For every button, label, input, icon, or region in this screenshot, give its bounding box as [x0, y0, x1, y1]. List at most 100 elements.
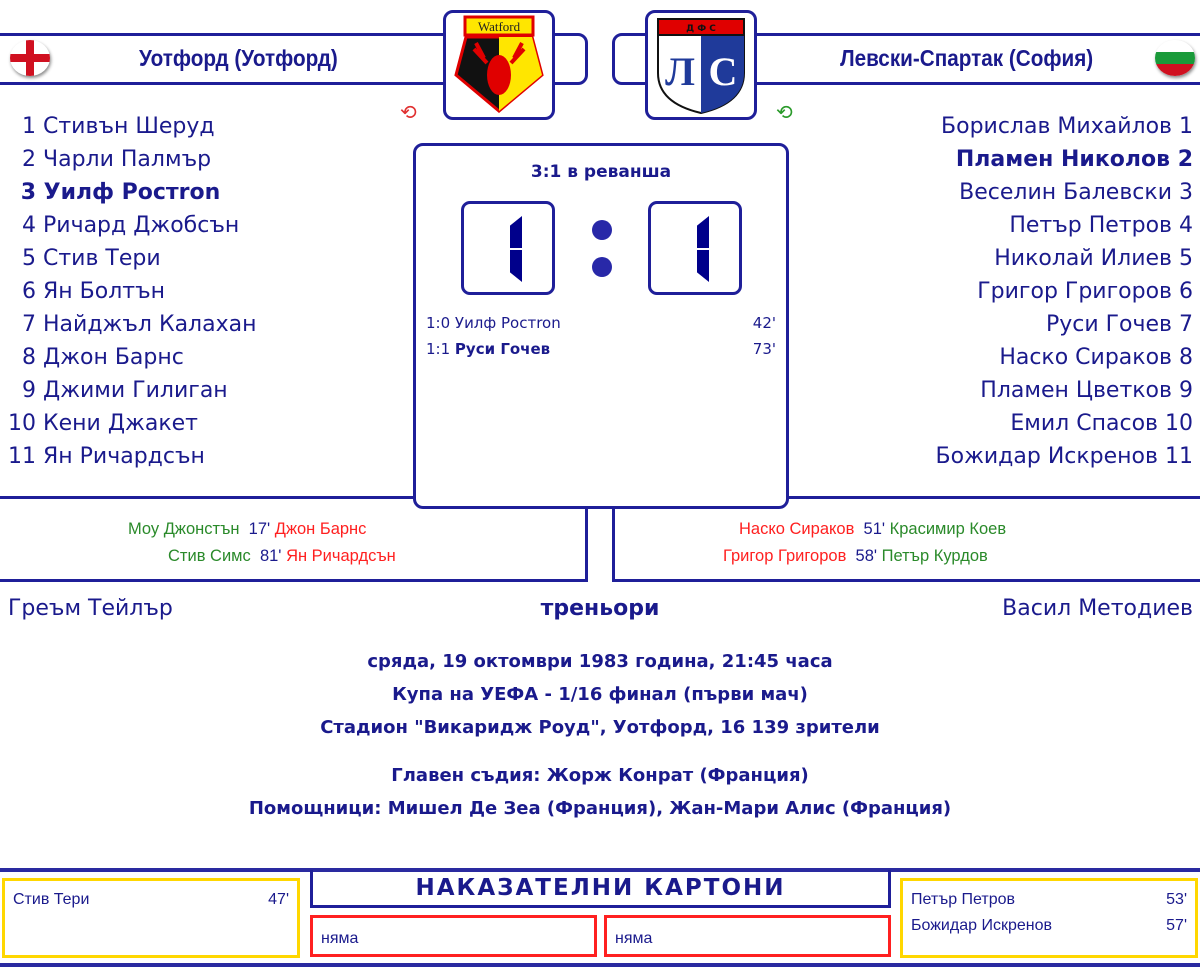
player-name[interactable]: Стив Тери — [43, 246, 161, 271]
competition: Купа на УЕФА - 1/16 финал (първи мач) — [392, 684, 808, 705]
home-red-cards: няма — [310, 915, 597, 957]
divider — [612, 579, 1200, 582]
shirt-number: 5 — [1179, 246, 1193, 271]
referee: Главен съдия: Жорж Конрат (Франция) — [391, 765, 809, 786]
shirt-number: 9 — [22, 378, 36, 403]
player-name[interactable]: Джон Барнс — [43, 345, 184, 370]
colon-dot — [592, 257, 612, 277]
player-name[interactable]: Емил Спасов — [1010, 411, 1158, 436]
player-name[interactable]: Ричард Джобсън — [43, 213, 240, 238]
shirt-number: 11 — [8, 444, 36, 469]
home-team-name[interactable]: Уотфорд (Уотфорд) — [139, 45, 338, 71]
player-row[interactable]: Пламен Николов 2 — [936, 143, 1193, 176]
player-row[interactable]: Божидар Искренов 11 — [936, 440, 1193, 473]
home-score — [461, 201, 555, 295]
player-name[interactable]: Пламен Николов — [955, 147, 1171, 172]
levski-crest-icon: Д Ф С Л С — [657, 18, 745, 115]
refresh-icon[interactable]: ⟲ — [776, 100, 793, 124]
shirt-number: 2 — [22, 147, 36, 172]
player-name[interactable]: Чарли Палмър — [43, 147, 212, 172]
divider — [0, 868, 1200, 872]
player-name[interactable]: Веселин Балевски — [959, 180, 1172, 205]
player-name[interactable]: Борислав Михайлов — [941, 114, 1172, 139]
shirt-number: 7 — [1179, 312, 1193, 337]
shirt-number: 10 — [1165, 411, 1193, 436]
player-row[interactable]: Наско Сираков 8 — [936, 341, 1193, 374]
assistants: Помощници: Мишел Де Зеа (Франция), Жан-М… — [248, 798, 952, 819]
away-coach[interactable]: Васил Методиев — [1002, 596, 1193, 621]
player-row[interactable]: Григор Григоров 6 — [936, 275, 1193, 308]
player-row[interactable]: 4 Ричард Джобсън — [0, 209, 256, 242]
divider — [0, 579, 588, 582]
player-name[interactable]: Николай Илиев — [994, 246, 1172, 271]
shirt-number: 3 — [20, 180, 36, 205]
player-row[interactable]: Борислав Михайлов 1 — [936, 110, 1193, 143]
player-row[interactable]: 3 Уилф Ростron — [0, 176, 256, 209]
shirt-number: 4 — [22, 213, 36, 238]
player-name[interactable]: Божидар Искренов — [935, 444, 1158, 469]
player-name[interactable]: Пламен Цветков — [980, 378, 1172, 403]
shirt-number: 9 — [1179, 378, 1193, 403]
shirt-number: 11 — [1165, 444, 1193, 469]
player-row[interactable]: Пламен Цветков 9 — [936, 374, 1193, 407]
shirt-number: 6 — [22, 279, 36, 304]
player-name[interactable]: Петър Петров — [1009, 213, 1172, 238]
player-name[interactable]: Джими Гилиган — [43, 378, 228, 403]
divider — [788, 496, 1200, 499]
player-name[interactable]: Руси Гочев — [1045, 312, 1172, 337]
divider — [0, 963, 1200, 967]
player-row[interactable]: Петър Петров 4 — [936, 209, 1193, 242]
player-name[interactable]: Ян Болтън — [43, 279, 166, 304]
bulgaria-flag-icon — [1155, 40, 1195, 76]
player-row[interactable]: 9 Джими Гилиган — [0, 374, 256, 407]
away-team-name[interactable]: Левски-Спартак (София) — [840, 45, 1094, 71]
player-name[interactable]: Кени Джакет — [43, 411, 198, 436]
away-sub-row: Григор Григоров 58' Петър Курдов — [723, 547, 988, 565]
away-logo[interactable]: Д Ф С Л С — [645, 10, 757, 120]
shirt-number: 8 — [22, 345, 36, 370]
svg-text:Д Ф С: Д Ф С — [686, 24, 716, 34]
divider — [612, 508, 615, 582]
divider — [585, 508, 588, 582]
svg-text:Л: Л — [665, 49, 695, 94]
player-row[interactable]: 7 Найджъл Калахан — [0, 308, 256, 341]
coaches-label: треньори — [540, 596, 660, 621]
away-sub-row: Наско Сираков 51' Красимир Коев — [739, 520, 1007, 538]
player-row[interactable]: Николай Илиев 5 — [936, 242, 1193, 275]
player-name[interactable]: Наско Сираков — [999, 345, 1172, 370]
player-name[interactable]: Григор Григоров — [977, 279, 1172, 304]
stadium: Стадион "Викаридж Роуд", Уотфорд, 16 139… — [320, 717, 880, 738]
watford-crest-icon: Watford — [454, 15, 544, 113]
shirt-number: 6 — [1179, 279, 1193, 304]
second-leg-note: 3:1 в реванша — [530, 162, 672, 182]
player-row[interactable]: 8 Джон Барнс — [0, 341, 256, 374]
england-flag-icon — [10, 40, 50, 76]
player-row[interactable]: 11 Ян Ричардсън — [0, 440, 256, 473]
shirt-number: 1 — [1179, 114, 1193, 139]
home-coach[interactable]: Греъм Тейлър — [8, 596, 173, 621]
player-row[interactable]: 1 Стивън Шеруд — [0, 110, 256, 143]
player-name[interactable]: Ян Ричардсън — [43, 444, 205, 469]
player-row[interactable]: 6 Ян Болтън — [0, 275, 256, 308]
divider — [0, 496, 414, 499]
player-row[interactable]: 5 Стив Тери — [0, 242, 256, 275]
player-name[interactable]: Найджъл Калахан — [43, 312, 257, 337]
player-row[interactable]: Емил Спасов 10 — [936, 407, 1193, 440]
player-name[interactable]: Стивън Шеруд — [43, 114, 215, 139]
player-row[interactable]: Руси Гочев 7 — [936, 308, 1193, 341]
shirt-number: 4 — [1179, 213, 1193, 238]
player-row[interactable]: 10 Кени Джакет — [0, 407, 256, 440]
svg-text:Watford: Watford — [478, 19, 521, 34]
player-row[interactable]: 2 Чарли Палмър — [0, 143, 256, 176]
player-name[interactable]: Уилф Ростron — [43, 180, 221, 205]
player-row[interactable]: Веселин Балевски 3 — [936, 176, 1193, 209]
refresh-icon[interactable]: ⟲ — [400, 100, 417, 124]
away-red-cards: няма — [604, 915, 891, 957]
home-logo[interactable]: Watford — [443, 10, 555, 120]
